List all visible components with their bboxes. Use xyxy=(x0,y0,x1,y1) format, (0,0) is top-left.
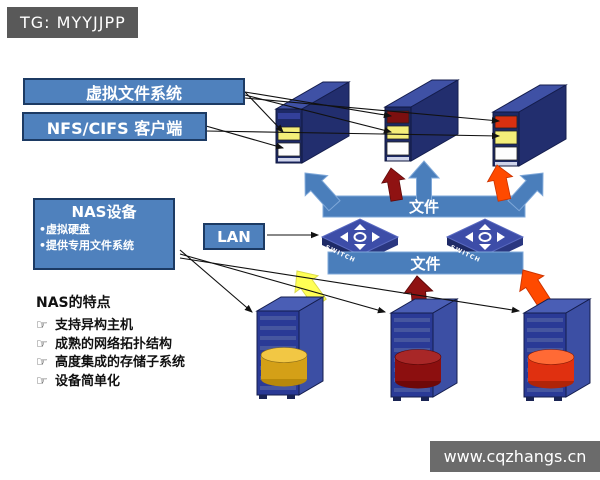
nas-device-bullet-2: •提供专用文件系统 xyxy=(39,239,135,252)
feature-item-text: 成熟的网络拓扑结构 xyxy=(55,336,173,352)
switch-right xyxy=(445,218,525,263)
connector-lines xyxy=(179,91,521,314)
disk-cylinder-orange xyxy=(527,349,575,389)
host-server-1 xyxy=(274,81,351,164)
watermark-text: www.cqzhangs.cn xyxy=(443,447,587,466)
pointing-hand-icon: ☞ xyxy=(36,355,48,370)
pointing-hand-icon: ☞ xyxy=(36,318,48,333)
tag-badge: TG: MYYJJPP xyxy=(7,7,138,38)
lan-box: LAN xyxy=(203,223,265,250)
nas-features-list: NAS的特点 ☞ 支持异构主机 ☞ 成熟的网络拓扑结构 ☞ 高度集成的存储子系统… xyxy=(36,292,266,391)
feature-item-text: 高度集成的存储子系统 xyxy=(55,355,186,370)
feature-item: ☞ 高度集成的存储子系统 xyxy=(36,354,266,373)
upload-arrow-darkred-top xyxy=(380,167,406,202)
switch-cross-icon xyxy=(465,224,505,250)
switch-cross-icon xyxy=(340,224,380,250)
upload-arrow-orange-top xyxy=(486,164,514,202)
feature-item-text: 设备简单化 xyxy=(55,373,121,389)
feature-item-text: 支持异构主机 xyxy=(55,318,134,333)
nfs-cifs-client-label: NFS/CIFS 客户端 xyxy=(46,118,183,138)
host-server-2 xyxy=(383,79,460,162)
file-label-bottom: 文件 xyxy=(410,254,441,273)
disk-cylinder-red xyxy=(394,349,442,389)
pointing-hand-icon: ☞ xyxy=(36,336,48,352)
nas-device-title: NAS设备 xyxy=(71,203,137,221)
nas-device-bullet-1: •虚拟硬盘 xyxy=(39,223,91,236)
file-flow-bottom-bar xyxy=(327,251,524,275)
nfs-cifs-client-box: NFS/CIFS 客户端 xyxy=(22,112,207,141)
host-server-3 xyxy=(491,84,568,167)
file-flow-top-bar xyxy=(304,160,544,218)
nas-server-3 xyxy=(522,298,592,401)
disk-cylinder-yellow xyxy=(260,347,308,387)
nas-server-1 xyxy=(255,296,325,399)
feature-item: ☞ 成熟的网络拓扑结构 xyxy=(36,336,266,355)
nas-server-2 xyxy=(389,298,459,401)
nas-features-title: NAS的特点 xyxy=(36,295,111,311)
tag-badge-text: TG: MYYJJPP xyxy=(20,13,126,32)
virtual-file-system-box: 虚拟文件系统 xyxy=(23,78,245,105)
file-label-top: 文件 xyxy=(408,198,439,216)
virtual-file-system-label: 虚拟文件系统 xyxy=(85,83,182,103)
nas-device-box: NAS设备 •虚拟硬盘 •提供专用文件系统 xyxy=(33,198,175,270)
watermark-url: www.cqzhangs.cn xyxy=(430,441,600,472)
feature-item: ☞ 支持异构主机 xyxy=(36,317,266,336)
pointing-hand-icon: ☞ xyxy=(36,373,48,389)
feature-item: ☞ 设备简单化 xyxy=(36,373,266,392)
lan-label: LAN xyxy=(217,227,251,246)
